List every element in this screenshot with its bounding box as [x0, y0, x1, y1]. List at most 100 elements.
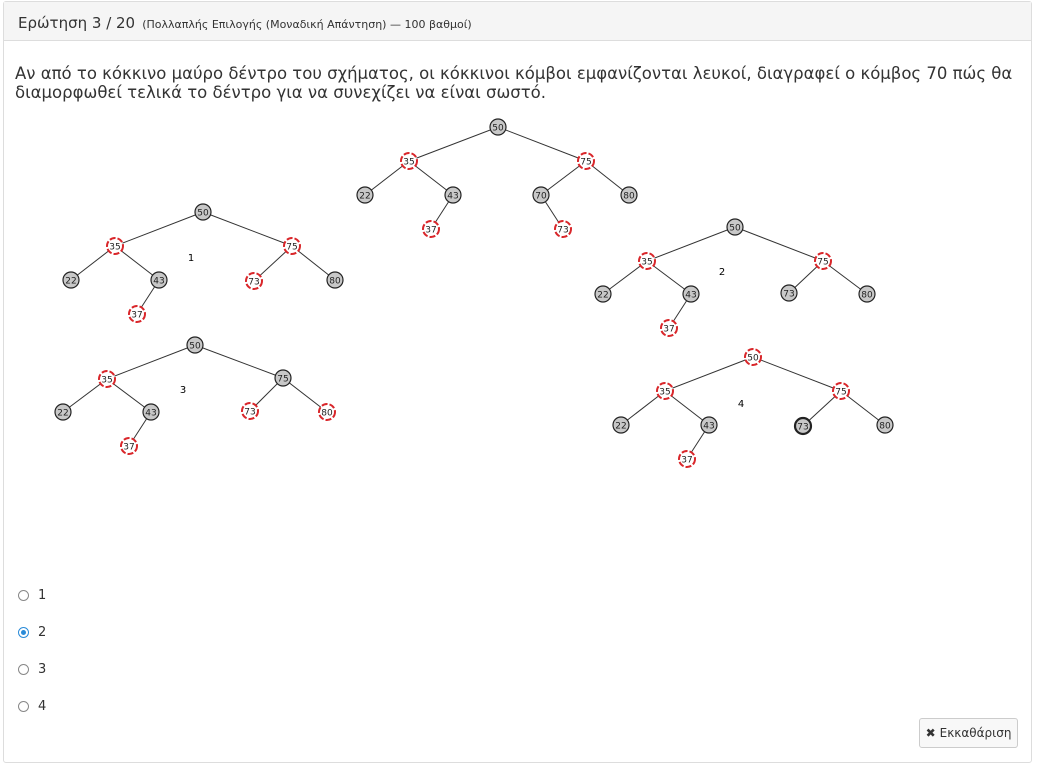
- tree-node-35: 35: [638, 252, 656, 270]
- tree-node-label: 75: [817, 258, 828, 268]
- tree-node-75: 75: [283, 237, 301, 255]
- tree-node-label: 35: [109, 243, 120, 253]
- tree-node-37: 37: [128, 305, 146, 323]
- tree-node-label: 80: [879, 422, 891, 432]
- tree-label-1: 1: [188, 253, 194, 264]
- radio-button[interactable]: [18, 701, 29, 712]
- tree-node-50: 50: [489, 118, 507, 136]
- tree-node-50: 50: [194, 203, 212, 221]
- option-label: 4: [38, 699, 47, 714]
- tree-node-label: 73: [244, 408, 255, 418]
- tree-node-43: 43: [682, 285, 700, 303]
- tree-node-label: 70: [535, 192, 547, 202]
- tree-node-label: 22: [597, 291, 608, 301]
- tree-node-label: 37: [123, 443, 134, 453]
- question-panel: Ερώτηση 3 / 20 (Πολλαπλής Επιλογής (Μονα…: [3, 1, 1032, 763]
- tree-node-43: 43: [700, 416, 718, 434]
- tree-node-73: 73: [780, 284, 798, 302]
- clear-button[interactable]: ✖ Εκκαθάριση: [919, 718, 1018, 748]
- tree-node-37: 37: [120, 437, 138, 455]
- tree-node-label: 73: [783, 290, 794, 300]
- tree-node-label: 50: [492, 124, 504, 134]
- tree-node-label: 43: [447, 192, 458, 202]
- tree-node-75: 75: [274, 369, 292, 387]
- tree-node-35: 35: [98, 370, 116, 388]
- tree-node-37: 37: [660, 319, 678, 337]
- tree-label-4: 4: [738, 399, 744, 410]
- tree-node-73: 73: [241, 402, 259, 420]
- option-4[interactable]: 4: [18, 688, 46, 725]
- radio-button[interactable]: [18, 590, 29, 601]
- tree-node-75: 75: [577, 152, 595, 170]
- tree-node-73: 73: [245, 272, 263, 290]
- tree-label-3: 3: [180, 385, 186, 396]
- question-meta: (Πολλαπλής Επιλογής (Μοναδική Απάντηση) …: [142, 18, 472, 31]
- tree-node-label: 75: [286, 243, 297, 253]
- tree-node-label: 75: [580, 158, 591, 168]
- tree-node-label: 37: [681, 456, 692, 466]
- tree-node-22: 22: [54, 403, 72, 421]
- tree-node-label: 50: [197, 209, 209, 219]
- option-label: 2: [38, 625, 47, 640]
- tree-node-label: 75: [835, 388, 846, 398]
- tree-node-80: 80: [318, 403, 336, 421]
- tree-node-80: 80: [858, 285, 876, 303]
- tree-node-label: 43: [703, 422, 714, 432]
- tree-node-label: 35: [101, 376, 112, 386]
- tree-node-label: 50: [729, 224, 741, 234]
- tree-node-label: 22: [359, 192, 370, 202]
- tree-node-22: 22: [62, 271, 80, 289]
- tree-node-label: 50: [747, 354, 759, 364]
- tree-node-label: 35: [403, 158, 414, 168]
- tree-node-label: 80: [329, 277, 341, 287]
- tree-node-label: 73: [797, 423, 808, 433]
- tree-node-73: 73: [554, 220, 572, 238]
- tree-node-73: 73: [793, 416, 813, 436]
- tree-node-35: 35: [656, 382, 674, 400]
- tree-node-label: 22: [65, 277, 76, 287]
- question-text: Αν από το κόκκινο μαύρο δέντρο του σχήμα…: [15, 64, 1013, 102]
- radio-button-selected[interactable]: [18, 627, 29, 638]
- tree-node-label: 43: [145, 409, 156, 419]
- tree-node-label: 35: [659, 388, 670, 398]
- tree-node-70: 70: [532, 186, 550, 204]
- tree-node-label: 80: [623, 192, 635, 202]
- option-label: 1: [38, 588, 47, 603]
- tree-node-37: 37: [678, 450, 696, 468]
- tree-node-label: 22: [615, 422, 626, 432]
- tree-label-2: 2: [719, 267, 725, 278]
- option-2[interactable]: 2: [18, 614, 46, 651]
- tree-node-80: 80: [876, 416, 894, 434]
- question-header: Ερώτηση 3 / 20 (Πολλαπλής Επιλογής (Μονα…: [4, 2, 1031, 41]
- tree-node-80: 80: [620, 186, 638, 204]
- radio-button[interactable]: [18, 664, 29, 675]
- tree-node-43: 43: [150, 271, 168, 289]
- tree-node-label: 80: [321, 409, 333, 419]
- tree-node-35: 35: [106, 237, 124, 255]
- tree-node-35: 35: [400, 152, 418, 170]
- tree-node-label: 43: [685, 291, 696, 301]
- tree-node-label: 37: [425, 226, 436, 236]
- tree-node-label: 37: [663, 325, 674, 335]
- tree-node-label: 37: [131, 311, 142, 321]
- tree-node-label: 73: [248, 278, 259, 288]
- close-icon: ✖: [925, 726, 936, 740]
- tree-node-22: 22: [356, 186, 374, 204]
- tree-node-label: 35: [641, 258, 652, 268]
- tree-node-label: 43: [153, 277, 164, 287]
- tree-node-37: 37: [422, 220, 440, 238]
- tree-node-43: 43: [142, 403, 160, 421]
- tree-node-50: 50: [726, 218, 744, 236]
- tree-node-label: 73: [557, 226, 568, 236]
- tree-node-22: 22: [612, 416, 630, 434]
- tree-node-75: 75: [814, 252, 832, 270]
- tree-node-label: 80: [861, 291, 873, 301]
- answer-options: 1 2 3 4: [18, 577, 46, 725]
- tree-node-label: 50: [189, 342, 201, 352]
- tree-node-80: 80: [326, 271, 344, 289]
- tree-node-22: 22: [594, 285, 612, 303]
- option-1[interactable]: 1: [18, 577, 46, 614]
- option-3[interactable]: 3: [18, 651, 46, 688]
